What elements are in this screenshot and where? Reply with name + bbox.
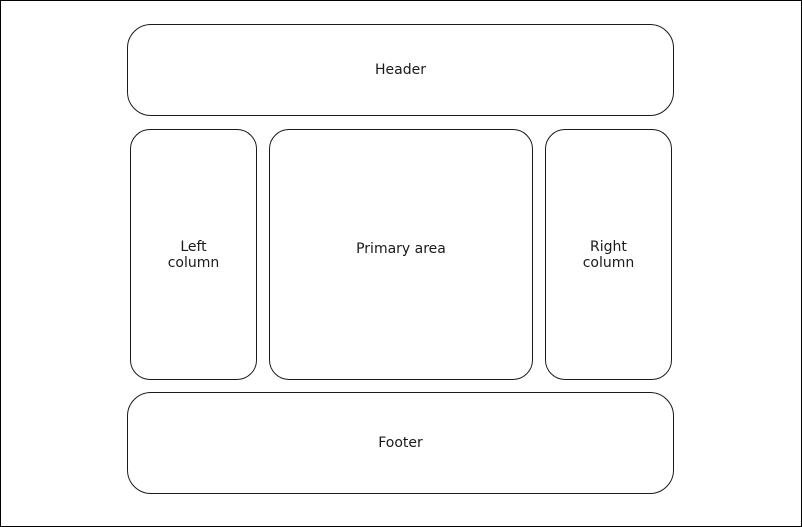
left-column-label-line-1: Left [180,238,207,255]
right-column-label: Right column [583,239,635,271]
footer-label: Footer [378,435,423,451]
header-region: Header [127,24,674,116]
primary-area-label: Primary area [356,240,446,257]
header-label: Header [375,62,426,78]
footer-region: Footer [127,392,674,494]
left-column-label-line-2: column [167,254,220,271]
right-column-label-line-2: column [582,254,635,271]
right-column-label-line-1: Right [590,238,627,255]
left-column-label: Left column [168,239,220,271]
right-column-region: Right column [545,129,672,380]
primary-area-region: Primary area [269,129,533,380]
left-column-region: Left column [130,129,257,380]
